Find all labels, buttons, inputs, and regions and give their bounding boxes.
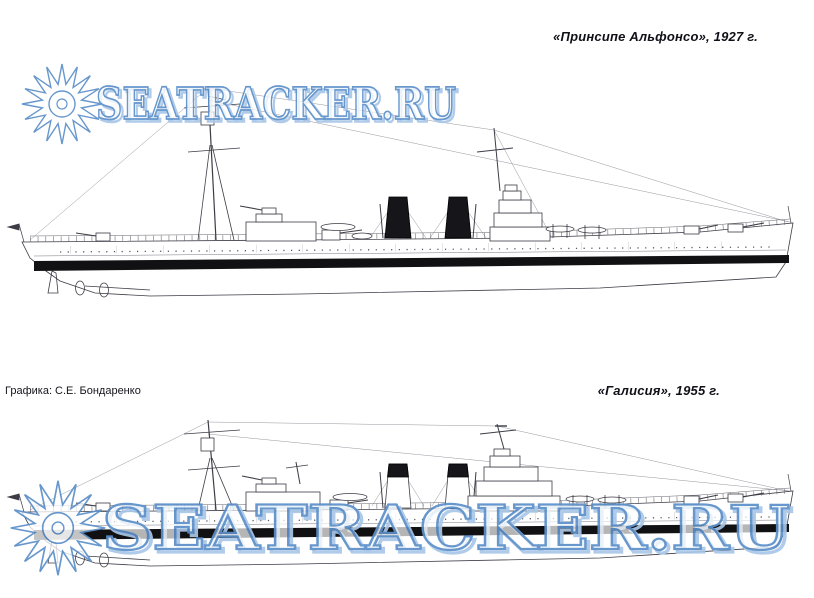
- top-ship-title: «Принсипе Альфонсо», 1927 г.: [553, 29, 758, 44]
- ships-boats: [320, 223, 607, 239]
- watermark-text-shadow: SEATRACKER.RU: [99, 82, 459, 133]
- bottom-ship-title: «Галисия», 1955 г.: [597, 383, 720, 398]
- foremast: [183, 419, 241, 511]
- bridge-superstructure: [467, 448, 561, 512]
- waterline-band: [34, 255, 789, 271]
- watermark-text: SEATRACKER.RU: [96, 79, 456, 130]
- stern-flagstaff: [6, 493, 25, 513]
- jackstaff: [787, 205, 792, 224]
- bow-guns: [683, 222, 765, 235]
- watermark-top: SEATRACKER.RU SEATRACKER.RU: [21, 63, 460, 145]
- watermark-text-shadow: SEATRACKER.RU: [105, 496, 793, 567]
- artist-credit: Графика: С.Е. Бондаренко: [5, 385, 141, 397]
- sunburst-logo-icon: [9, 479, 107, 577]
- funnels: [384, 196, 472, 239]
- porthole-row: [59, 516, 771, 523]
- bridge-superstructure: [489, 184, 551, 242]
- bow-guns: [683, 492, 765, 505]
- funnels: [384, 463, 472, 509]
- sunburst-logo-icon: [21, 63, 103, 145]
- ship-profile-bottom-drawing: [6, 419, 794, 568]
- aft-superstructure: [75, 205, 373, 242]
- mainmast: [479, 423, 517, 450]
- stern-flagstaff: [6, 223, 25, 243]
- ships-boats: [332, 493, 627, 509]
- mainmast: [476, 127, 514, 192]
- ship-profile-top-drawing: [6, 85, 794, 298]
- stern-gear: [47, 270, 151, 298]
- aft-superstructure: [75, 461, 369, 512]
- jackstaff: [787, 473, 792, 492]
- watermark-bottom: SEATRACKER.RU SEATRACKER.RU: [9, 479, 795, 577]
- porthole-row: [59, 246, 771, 253]
- foremast: [183, 85, 241, 241]
- watermark-text: SEATRACKER.RU: [102, 493, 790, 564]
- waterline-band: [34, 524, 789, 540]
